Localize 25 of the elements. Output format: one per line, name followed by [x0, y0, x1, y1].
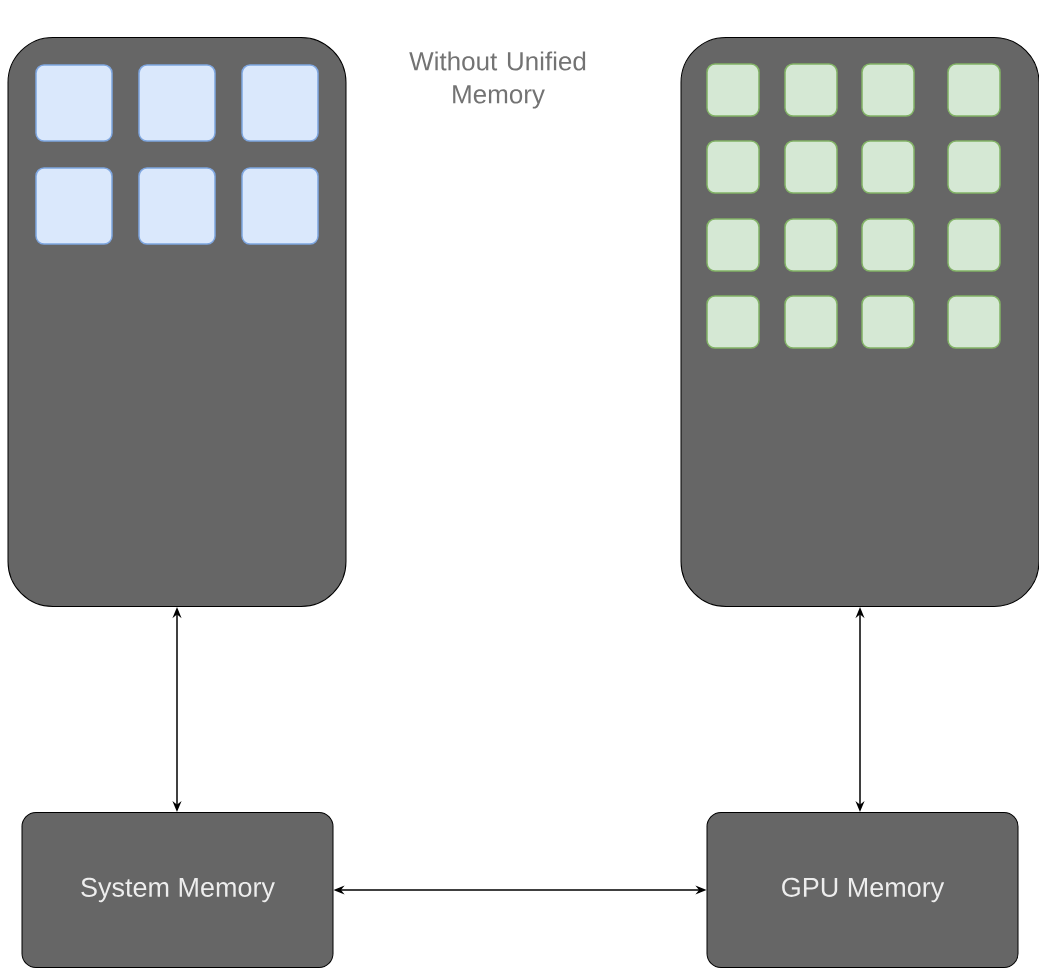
core-square	[241, 64, 319, 142]
core-square	[706, 63, 760, 117]
core-square	[947, 63, 1001, 117]
core-square	[784, 295, 838, 349]
core-square	[241, 167, 319, 245]
core-square	[138, 167, 216, 245]
core-square	[861, 63, 915, 117]
core-square	[861, 295, 915, 349]
core-square	[947, 295, 1001, 349]
memory-box: System Memory	[21, 812, 334, 968]
memory-box: GPU Memory	[706, 812, 1019, 968]
core-square	[706, 295, 760, 349]
core-square	[947, 140, 1001, 194]
core-square	[784, 218, 838, 272]
core-square	[35, 64, 113, 142]
core-square	[784, 63, 838, 117]
core-square	[35, 167, 113, 245]
core-square	[861, 218, 915, 272]
core-square	[947, 218, 1001, 272]
title: Without Unified Memory	[409, 51, 586, 109]
core-square	[138, 64, 216, 142]
core-square	[784, 140, 838, 194]
core-square	[706, 218, 760, 272]
core-square	[706, 140, 760, 194]
core-square	[861, 140, 915, 194]
